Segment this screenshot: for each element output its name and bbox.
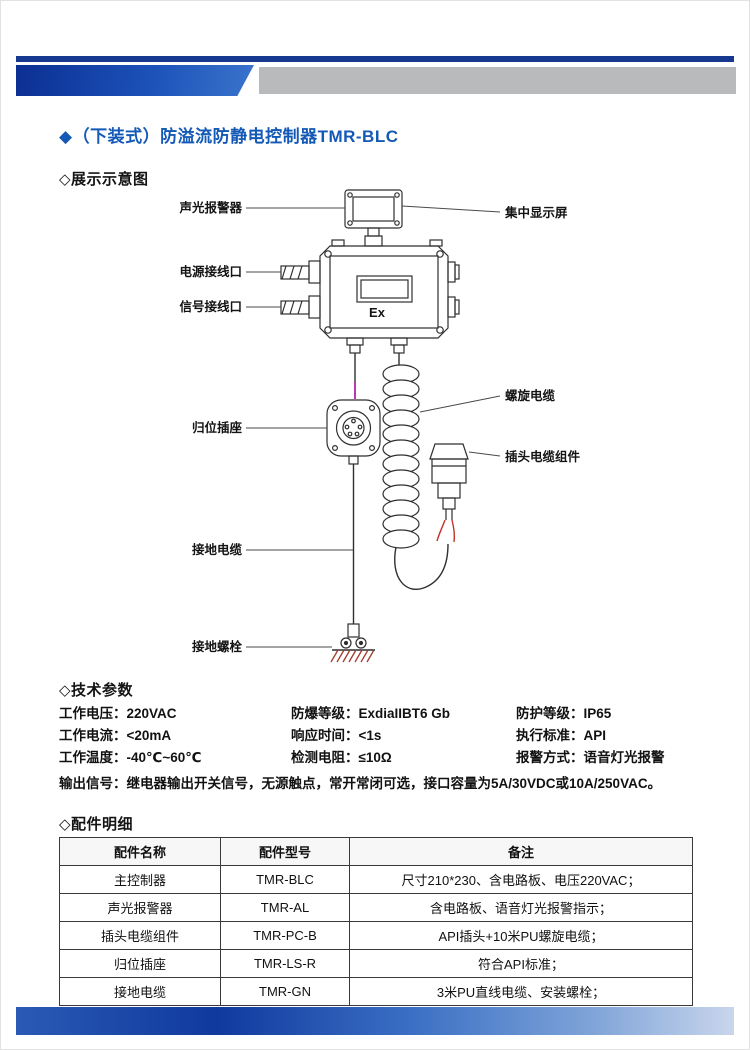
spec-value: ≤10Ω <box>358 750 392 765</box>
label-ground-cable: 接地电缆 <box>192 542 243 557</box>
part-model: TMR-BLC <box>220 865 350 894</box>
ground-hatch-drawing <box>330 649 375 663</box>
part-note: 符合API标准； <box>349 949 693 978</box>
label-display: 集中显示屏 <box>504 205 568 220</box>
spec-label: 执行标准： <box>516 728 584 743</box>
label-return-socket: 归位插座 <box>192 420 243 435</box>
label-power-port: 电源接线口 <box>179 264 242 279</box>
header-gray-band <box>259 67 736 94</box>
spec-value: IP65 <box>583 706 612 721</box>
header-part-note: 备注 <box>349 837 693 866</box>
section-heading-diagram: ◇展示示意图 <box>59 171 149 188</box>
spec-value: -40℃~60℃ <box>126 750 202 765</box>
spec-value: <1s <box>358 728 382 743</box>
label-alarm: 声光报警器 <box>178 200 242 215</box>
header-rule <box>16 56 734 62</box>
part-name: 插头电缆组件 <box>59 921 221 950</box>
part-model: TMR-GN <box>220 977 350 1006</box>
label-signal-port: 信号接线口 <box>179 299 242 314</box>
spec-working-voltage: 工作电压：220VAC <box>59 702 291 722</box>
spec-label: 工作电压： <box>59 706 127 721</box>
spec-explosion-rating: 防爆等级：ExdiaIIBT6 Gb <box>291 702 516 722</box>
label-plug-assembly: 插头电缆组件 <box>505 449 581 464</box>
spiral-cable-drawing <box>382 353 449 590</box>
section-heading-parts: ◇配件明细 <box>59 816 134 833</box>
spec-value: API <box>583 728 607 743</box>
label-spiral-cable: 螺旋电缆 <box>505 388 556 403</box>
part-model: TMR-AL <box>220 893 350 922</box>
plug-red-wires <box>436 519 456 543</box>
header-part-model: 配件型号 <box>220 837 350 866</box>
part-name: 接地电缆 <box>59 977 221 1006</box>
alarm-box-drawing <box>344 189 403 247</box>
spec-value: ExdiaIIBT6 Gb <box>358 706 451 721</box>
page-title: ◆（下装式）防溢流防静电控制器TMR-BLC <box>59 127 399 146</box>
parts-table-header-row: 配件名称 配件型号 备注 <box>59 837 693 866</box>
spec-label: 检测电阻： <box>291 750 359 765</box>
spec-label: 响应时间： <box>291 728 359 743</box>
part-note: 尺寸210*230、含电路板、电压220VAC； <box>349 865 693 894</box>
spec-label: 报警方式： <box>516 750 584 765</box>
table-row: 接地电缆 TMR-GN 3米PU直线电缆、安装螺栓； <box>59 977 693 1006</box>
header-part-name: 配件名称 <box>59 837 221 866</box>
spec-protection-rating: 防护等级：IP65 <box>516 702 699 722</box>
part-name: 声光报警器 <box>59 893 221 922</box>
part-name: 归位插座 <box>59 949 221 978</box>
part-name: 主控制器 <box>59 865 221 894</box>
spec-standard: 执行标准：API <box>516 724 699 744</box>
section-heading-specs: ◇技术参数 <box>59 682 134 699</box>
ground-cable-drawing <box>332 464 375 651</box>
leader-lines <box>246 205 501 648</box>
spec-detect-resistance: 检测电阻：≤10Ω <box>291 746 516 766</box>
label-ground-bolt: 接地螺栓 <box>192 639 243 654</box>
return-socket-drawing <box>326 399 381 465</box>
plug-assembly-drawing <box>429 443 469 520</box>
table-row: 主控制器 TMR-BLC 尺寸210*230、含电路板、电压220VAC； <box>59 865 693 894</box>
spec-working-current: 工作电流：<20mA <box>59 724 291 744</box>
controller-box-drawing <box>280 239 460 354</box>
spec-working-temperature: 工作温度：-40℃~60℃ <box>59 746 291 766</box>
part-note: API插头+10米PU螺旋电缆； <box>349 921 693 950</box>
spec-value: <20mA <box>126 728 172 743</box>
spec-output-signal: 输出信号：继电器输出开关信号，无源触点，常开常闭可选，接口容量为5A/30VDC… <box>59 776 662 791</box>
ex-marking: Ex <box>369 305 386 320</box>
spec-alarm-mode: 报警方式：语音灯光报警 <box>516 746 699 766</box>
spec-label: 防爆等级： <box>291 706 359 721</box>
table-row: 声光报警器 TMR-AL 含电路板、语音灯光报警指示； <box>59 893 693 922</box>
product-schematic: Ex <box>178 189 581 663</box>
spec-label: 工作温度： <box>59 750 127 765</box>
parts-table: 配件名称 配件型号 备注 主控制器 TMR-BLC 尺寸210*230、含电路板… <box>59 837 693 1006</box>
table-row: 归位插座 TMR-LS-R 符合API标准； <box>59 949 693 978</box>
specs-grid: 工作电压：220VAC 工作电流：<20mA 工作温度：-40℃~60℃ 防爆等… <box>59 701 699 767</box>
spec-response-time: 响应时间：<1s <box>291 724 516 744</box>
spec-value: 语音灯光报警 <box>583 750 665 765</box>
spec-label: 防护等级： <box>516 706 584 721</box>
part-note: 3米PU直线电缆、安装螺栓； <box>349 977 693 1006</box>
footer-band <box>16 1007 734 1035</box>
spec-value: 220VAC <box>126 706 177 721</box>
header-blue-band <box>16 65 254 96</box>
part-note: 含电路板、语音灯光报警指示； <box>349 893 693 922</box>
table-row: 插头电缆组件 TMR-PC-B API插头+10米PU螺旋电缆； <box>59 921 693 950</box>
part-model: TMR-LS-R <box>220 949 350 978</box>
spec-label: 工作电流： <box>59 728 127 743</box>
part-model: TMR-PC-B <box>220 921 350 950</box>
